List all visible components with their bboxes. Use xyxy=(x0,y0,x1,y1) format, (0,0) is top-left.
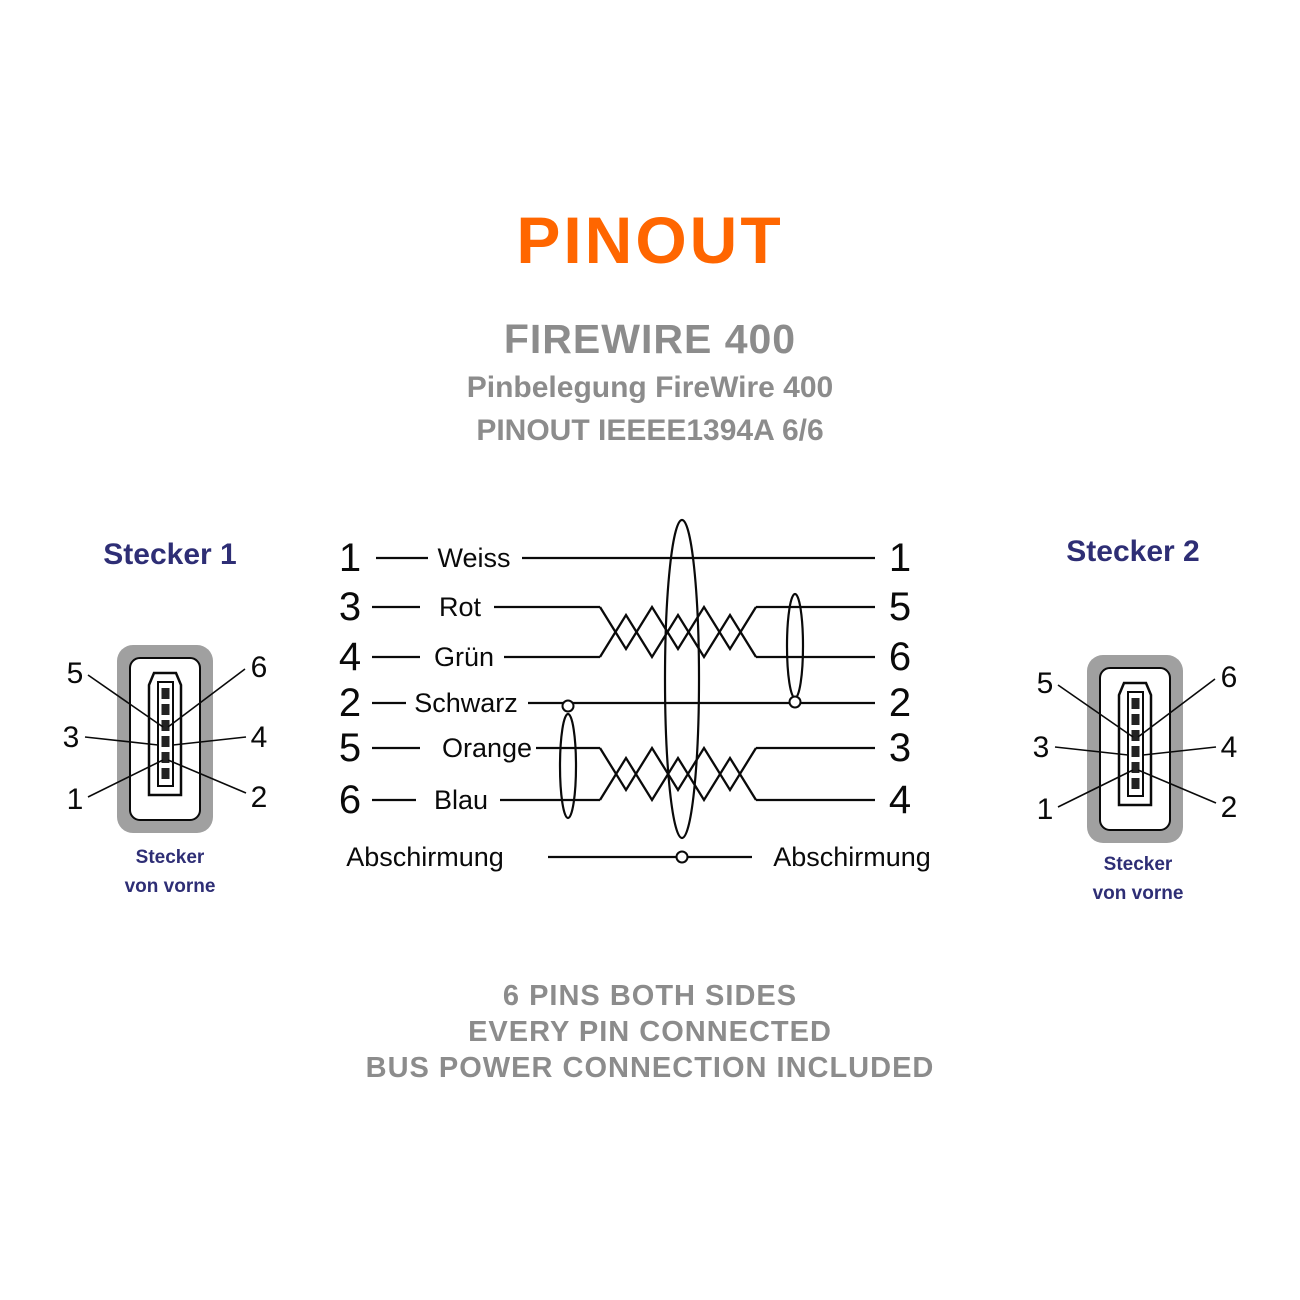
caption-line: von vorne xyxy=(1092,883,1184,904)
wire-left-pin: 4 xyxy=(339,635,361,679)
cable-shield-ellipse xyxy=(663,518,701,840)
pin-callout-lines xyxy=(84,668,247,798)
pin-number: 6 xyxy=(1221,661,1238,694)
pin-number: 4 xyxy=(251,721,268,754)
wire-left-pin: 2 xyxy=(339,681,361,725)
wire-color-label: Schwarz xyxy=(414,688,518,718)
connector-contacts xyxy=(161,688,170,779)
twisted-pair-crossing xyxy=(599,745,757,803)
pin-number: 5 xyxy=(67,657,84,690)
wire-right-pin: 6 xyxy=(889,635,911,679)
subtitle-ieee: PINOUT IEEEE1394A 6/6 xyxy=(476,414,824,447)
caption-line: von vorne xyxy=(124,876,216,897)
page-title: PINOUT xyxy=(516,203,784,277)
wiring-diagram: 1 3 4 2 5 6 Weiss Rot Grün Schwarz Orang… xyxy=(339,518,931,872)
caption-line: Stecker xyxy=(1103,854,1173,875)
subtitle-firewire: FIREWIRE 400 xyxy=(503,316,797,362)
wire-color-label: Weiss xyxy=(437,543,510,573)
wire-color-label: Blau xyxy=(434,785,488,815)
wire-left-pin: 6 xyxy=(339,778,361,822)
connector-right-caption: Stecker von vorne xyxy=(1023,850,1253,908)
pin-number: 1 xyxy=(67,783,84,816)
footer-note-bus-power: BUS POWER CONNECTION INCLUDED xyxy=(365,1052,935,1084)
wire-color-label: Orange xyxy=(442,733,532,763)
stecker-1-heading: Stecker 1 xyxy=(103,538,237,571)
wire-right-pin: 5 xyxy=(889,585,911,629)
pin-number: 2 xyxy=(1221,791,1238,824)
connector-contacts xyxy=(1131,698,1140,789)
footer-note-pins: 6 PINS BOTH SIDES xyxy=(502,980,798,1012)
pin-callout-lines xyxy=(1054,678,1217,808)
pin-number: 2 xyxy=(251,781,268,814)
caption-line: Stecker xyxy=(135,847,205,868)
wire-left-pin: 1 xyxy=(339,536,361,580)
wire-left-pin: 5 xyxy=(339,726,361,770)
connector-left-caption: Stecker von vorne xyxy=(55,843,285,901)
pin-number: 4 xyxy=(1221,731,1238,764)
wire-right-pin: 4 xyxy=(889,778,911,822)
pin-number: 5 xyxy=(1037,667,1054,700)
pin-number: 3 xyxy=(63,721,80,754)
wire-left-pin: 3 xyxy=(339,585,361,629)
shield-connection-dot xyxy=(675,850,689,864)
connector-front-view-right: 5 6 3 4 1 2 xyxy=(1033,655,1238,843)
twisted-pair-crossing xyxy=(599,604,757,660)
wire-color-label: Grün xyxy=(434,642,494,672)
shield-connection-dot xyxy=(788,695,802,709)
wire-right-pin: 2 xyxy=(889,681,911,725)
connector-front-view-left: 5 6 3 4 1 2 xyxy=(63,645,268,833)
wire-right-pin: 3 xyxy=(889,726,911,770)
shield-label-left: Abschirmung xyxy=(346,842,504,872)
pin-number: 3 xyxy=(1033,731,1050,764)
pin-number: 1 xyxy=(1037,793,1054,826)
pin-number: 6 xyxy=(251,651,268,684)
pair-shield-ellipse xyxy=(558,712,578,820)
shield-connection-dot xyxy=(561,699,575,713)
wire-color-label: Rot xyxy=(439,592,482,622)
subtitle-pinbelegung: Pinbelegung FireWire 400 xyxy=(466,371,834,404)
wire-right-pin: 1 xyxy=(889,536,911,580)
stecker-2-heading: Stecker 2 xyxy=(1066,535,1200,568)
footer-note-connected: EVERY PIN CONNECTED xyxy=(468,1016,832,1048)
shield-label-right: Abschirmung xyxy=(773,842,931,872)
pair-shield-ellipse xyxy=(785,592,805,700)
